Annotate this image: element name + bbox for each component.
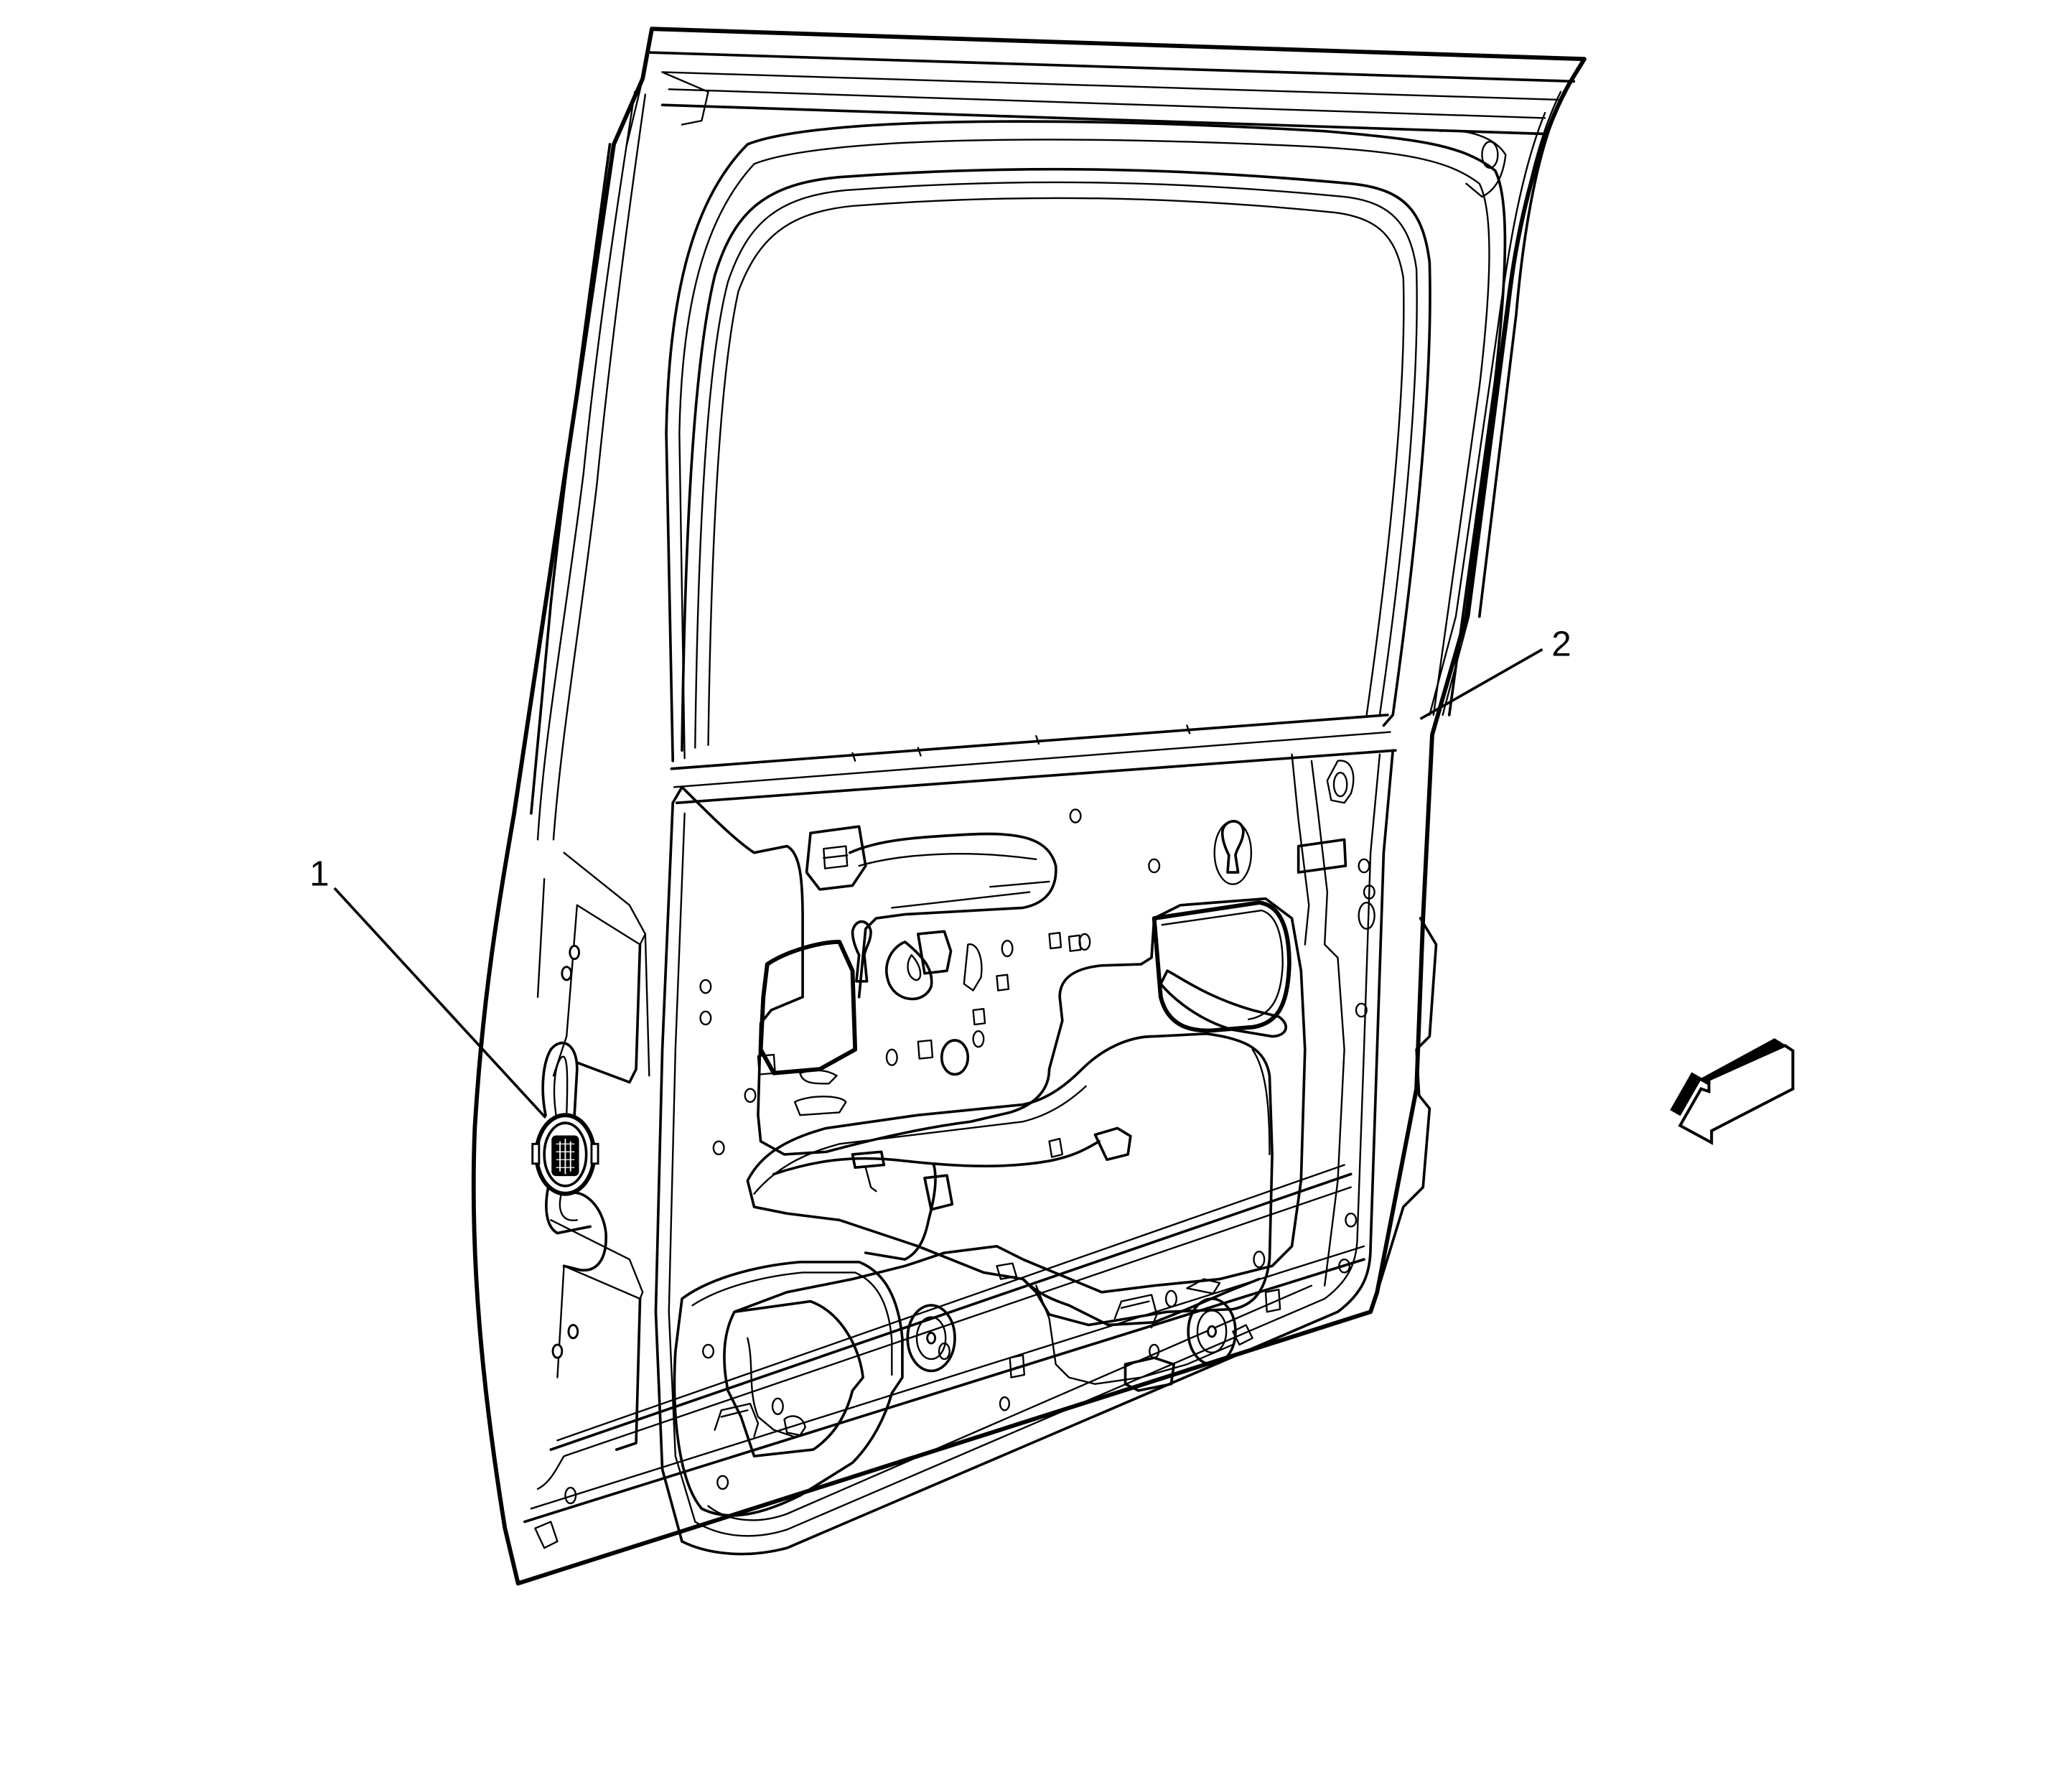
callout-2: 2 <box>1419 625 1571 720</box>
callout-2-leader <box>1419 648 1543 720</box>
front-direction-arrow-icon <box>1670 1038 1795 1145</box>
callout-1: 1 <box>309 854 547 1119</box>
door-outer-shell <box>471 27 1587 1586</box>
callout-1-leader <box>333 887 547 1119</box>
hinge-pillar <box>536 851 650 1451</box>
callout-label-2: 2 <box>1551 625 1571 664</box>
callout-label-1: 1 <box>309 854 329 893</box>
access-plugs <box>906 1288 1281 1411</box>
window-frame <box>665 120 1507 805</box>
inside-handle-area <box>699 760 1375 1228</box>
harness-connector <box>531 1041 599 1235</box>
wiring-harness <box>746 1032 1274 1392</box>
inner-panel <box>523 749 1395 1556</box>
speaker-opening <box>673 1260 904 1517</box>
